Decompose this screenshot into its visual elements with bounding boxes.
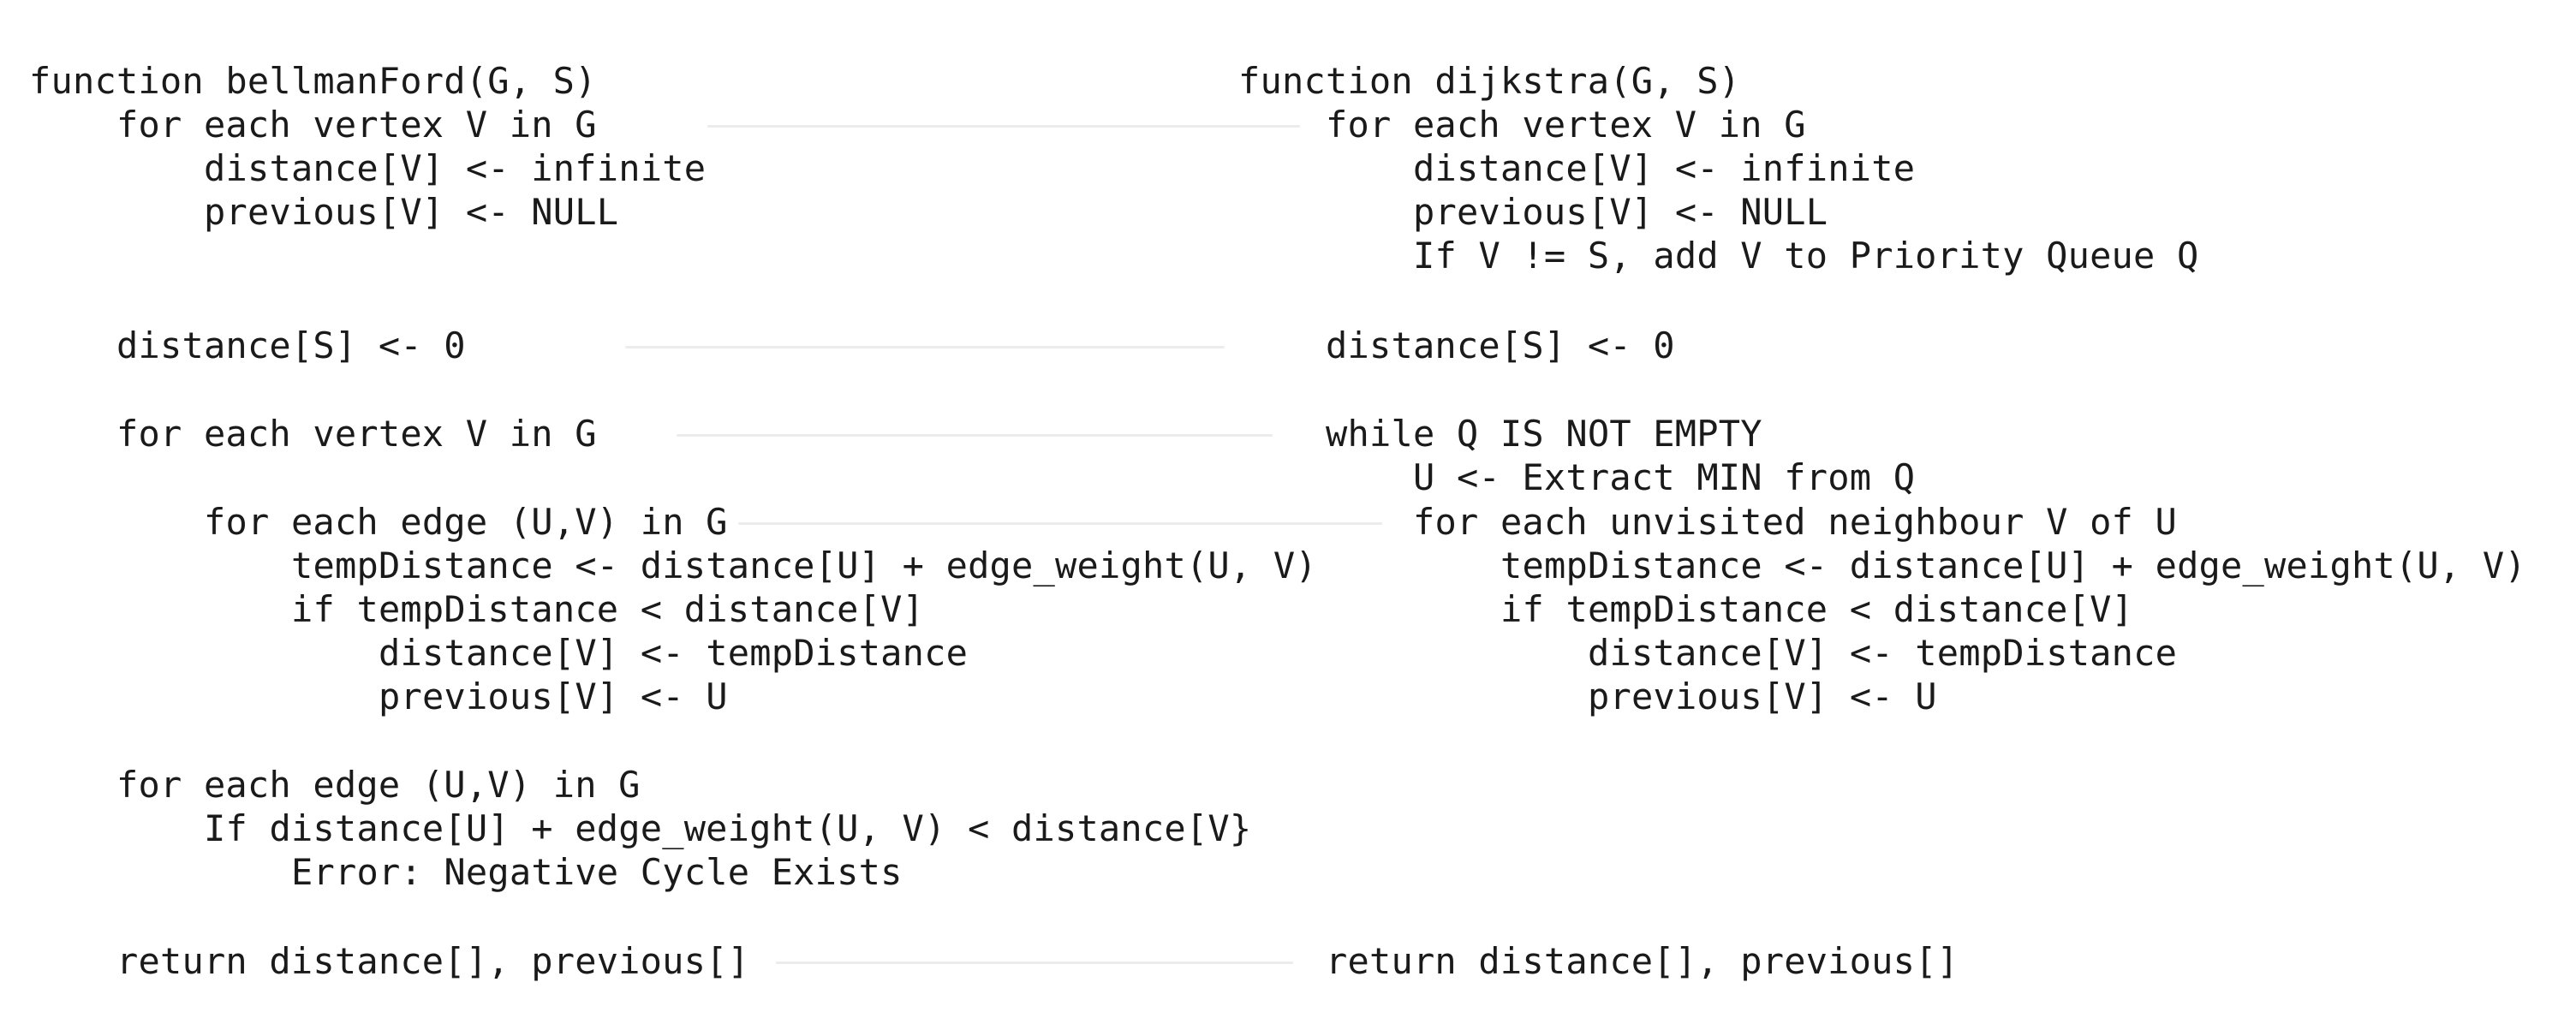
dijkstra-source-distance: distance[S] <- 0 (1326, 324, 1675, 366)
bellman-ford-relax-outer-loop: for each vertex V in G (116, 413, 597, 455)
dijkstra-neighbour-loop: for each unvisited neighbour V of U (1413, 501, 2178, 543)
dijkstra-while-loop: while Q IS NOT EMPTY (1326, 413, 1762, 455)
bellman-ford-init-distance: distance[V] <- infinite (204, 147, 707, 189)
bellman-ford-temp-distance: tempDistance <- distance[U] + edge_weigh… (291, 545, 1317, 586)
dijkstra-signature: function dijkstra(G, S) (1238, 60, 1741, 102)
bellman-ford-update-previous: previous[V] <- U (379, 676, 728, 717)
bellman-ford-update-distance: distance[V] <- tempDistance (379, 632, 969, 674)
bellman-ford-init-previous: previous[V] <- NULL (204, 191, 619, 233)
connector-init-loop (707, 125, 1300, 128)
bellman-ford-cycle-error: Error: Negative Cycle Exists (291, 851, 903, 893)
connector-return (776, 962, 1293, 964)
dijkstra-init-loop: for each vertex V in G (1326, 104, 1806, 146)
connector-main-loop (677, 434, 1273, 437)
dijkstra-extract-min: U <- Extract MIN from Q (1413, 456, 1916, 498)
dijkstra-return: return distance[], previous[] (1326, 940, 1959, 982)
bellman-ford-edge-loop: for each edge (U,V) in G (204, 501, 728, 543)
bellman-ford-compare: if tempDistance < distance[V] (291, 588, 925, 630)
bellman-ford-cycle-check-loop: for each edge (U,V) in G (116, 764, 641, 806)
dijkstra-compare: if tempDistance < distance[V] (1500, 588, 2134, 630)
dijkstra-init-queue: If V != S, add V to Priority Queue Q (1413, 235, 2199, 277)
dijkstra-temp-distance: tempDistance <- distance[U] + edge_weigh… (1500, 545, 2526, 586)
bellman-ford-signature: function bellmanFord(G, S) (29, 60, 597, 102)
bellman-ford-return: return distance[], previous[] (116, 940, 750, 982)
dijkstra-update-previous: previous[V] <- U (1588, 676, 1937, 717)
connector-source-distance (625, 346, 1225, 348)
bellman-ford-source-distance: distance[S] <- 0 (116, 324, 466, 366)
bellman-ford-cycle-condition: If distance[U] + edge_weight(U, V) < dis… (204, 807, 1252, 849)
dijkstra-update-distance: distance[V] <- tempDistance (1588, 632, 2178, 674)
dijkstra-init-previous: previous[V] <- NULL (1413, 191, 1828, 233)
connector-edge-loop (738, 522, 1382, 525)
bellman-ford-init-loop: for each vertex V in G (116, 104, 597, 146)
dijkstra-init-distance: distance[V] <- infinite (1413, 147, 1916, 189)
